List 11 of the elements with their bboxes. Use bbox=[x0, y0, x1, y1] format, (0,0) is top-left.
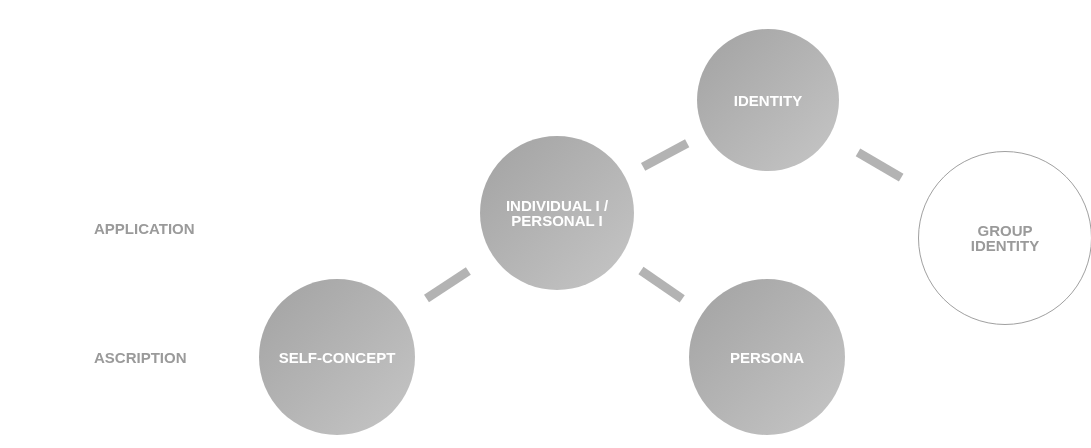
connector-bar bbox=[638, 266, 685, 303]
row-label: APPLICATION bbox=[94, 220, 195, 237]
node-label: IDENTITY bbox=[733, 92, 803, 108]
connector-bar bbox=[424, 267, 471, 303]
node-label: PERSONA bbox=[729, 349, 805, 365]
node-label: INDIVIDUAL I / PERSONAL I bbox=[504, 198, 610, 228]
node-label: GROUP IDENTITY bbox=[969, 223, 1041, 253]
connector-bar bbox=[855, 148, 904, 182]
node-label: SELF-CONCEPT bbox=[278, 349, 396, 365]
connector-bar bbox=[641, 139, 690, 171]
row-label: ASCRIPTION bbox=[94, 349, 187, 366]
